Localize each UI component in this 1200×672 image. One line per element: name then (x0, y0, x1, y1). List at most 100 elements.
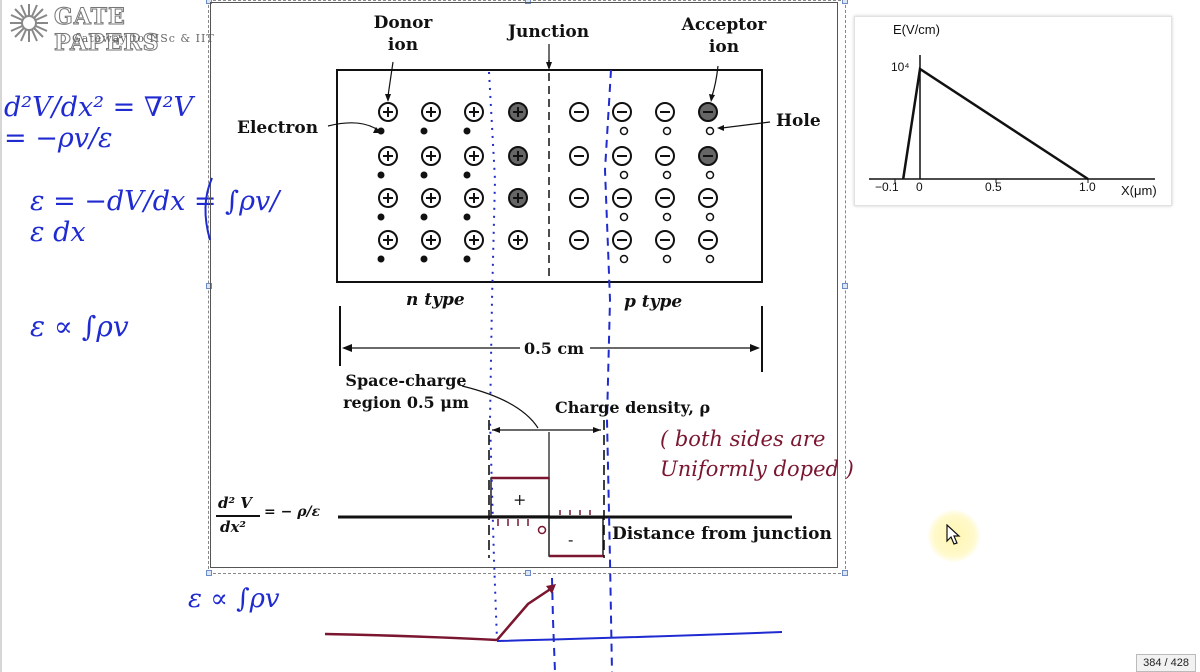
figure-frame (210, 2, 838, 568)
handwritten-note: ( both sides are Uniformly doped ) (660, 427, 854, 481)
eq-rhs: = − ρ/ε (264, 504, 321, 520)
inset-ytick: 10⁴ (891, 60, 910, 74)
dim-arrow-left (342, 344, 352, 352)
donor-sign (513, 193, 523, 203)
resize-handle-bl[interactable] (206, 570, 212, 576)
hole (662, 254, 672, 264)
blue-integral-stroke (204, 177, 213, 241)
donor-sign (383, 193, 393, 203)
poisson-equation: d² V dx² = − ρ/ε (216, 494, 326, 540)
handwritten-equation-4: ε ∝ ∫ρv (188, 584, 280, 614)
inset-xtick-one: 1.0 (1079, 180, 1096, 194)
hole (662, 212, 672, 222)
donor-sign (383, 151, 393, 161)
electron (463, 255, 471, 263)
hole-label: Hole (776, 111, 821, 131)
p-type-label: p type (624, 292, 683, 312)
hole (705, 170, 715, 180)
handwritten-equation-1: d²V/dx² = ∇²V = −ρv/ε (4, 92, 193, 154)
electron (420, 255, 428, 263)
hole (619, 254, 629, 264)
ion-grid (377, 102, 718, 264)
acceptor-pointer (711, 65, 719, 97)
scr-arrow-left (492, 427, 500, 433)
inset-xlabel: X(μm) (1121, 183, 1157, 198)
donor-sign (469, 193, 479, 203)
donor-sign (383, 235, 393, 245)
electron (377, 171, 385, 179)
hole (619, 212, 629, 222)
electron (463, 127, 471, 135)
width-label: 0.5 cm (524, 339, 585, 358)
hole (662, 126, 672, 136)
maroon-field-baseline (324, 632, 498, 642)
handwritten-equation-2: ε = −dV/dx = ∫ρv/ε dx (30, 186, 280, 248)
scr-arrow-right (593, 427, 601, 433)
maroon-ticks (497, 510, 591, 526)
eq-numerator: d² V (218, 494, 252, 512)
hole-pointer (721, 121, 771, 129)
n-type-label: n type (406, 290, 465, 310)
logo-title: GATE PAPERS (54, 4, 160, 57)
blue-field-line (496, 631, 783, 642)
resize-handle-mr[interactable] (842, 283, 848, 289)
donor-sign (469, 235, 479, 245)
electron-label: Electron (237, 118, 319, 138)
electron-pointer-head (373, 127, 381, 133)
donor-sign (513, 107, 523, 117)
dim-arrow-right (750, 344, 760, 352)
hole (705, 126, 715, 136)
donor-sign (426, 235, 436, 245)
donor-pointer-head (385, 94, 391, 102)
distance-label: Distance from junction (612, 524, 832, 544)
resize-handle-tr[interactable] (842, 0, 848, 4)
scr-pointer (461, 385, 539, 429)
negative-charge-block (548, 517, 604, 557)
junction-label: Junction (508, 22, 590, 42)
donor-sign (513, 151, 523, 161)
electron (420, 127, 428, 135)
electron-pointer (327, 122, 379, 131)
donor-sign (426, 151, 436, 161)
electron (377, 255, 385, 263)
space-charge-label: Space-charge region 0.5 μm (343, 371, 469, 412)
plus-charge-sign: + (513, 490, 527, 509)
hole (619, 126, 629, 136)
inset-xtick-half: 0.5 (985, 180, 1002, 194)
electron (420, 171, 428, 179)
page-counter: 384 / 428 (1136, 654, 1196, 672)
blue-dotted-left-edge (488, 71, 498, 641)
donor-sign (426, 107, 436, 117)
donor-sign (513, 235, 523, 245)
inset-ylabel: E(V/cm) (893, 22, 940, 37)
donor-sign (426, 193, 436, 203)
resize-handle-ml[interactable] (206, 283, 212, 289)
donor-pointer (387, 61, 394, 97)
hole-pointer-head (717, 125, 724, 131)
left-margin-rule (0, 0, 2, 672)
hole (619, 170, 629, 180)
junction-pointer-head (546, 62, 552, 70)
acceptor-ion-label: Acceptor ion (681, 15, 767, 57)
maroon-field-arrow (546, 584, 556, 594)
eq-denominator: dx² (220, 518, 247, 536)
inset-xtick-zero: 0 (916, 180, 923, 194)
electron (463, 171, 471, 179)
electron (420, 213, 428, 221)
sunburst-logo-icon (10, 4, 48, 42)
charge-density-label: Charge density, ρ (555, 398, 711, 417)
donor-ion-label: Donor ion (373, 13, 433, 55)
electron (463, 213, 471, 221)
maroon-field-rise (496, 586, 553, 641)
donor-sign (469, 107, 479, 117)
hole (662, 170, 672, 180)
hole (705, 212, 715, 222)
maroon-origin-mark (537, 525, 547, 535)
electron (377, 213, 385, 221)
inset-xtick-neg: −0.1 (875, 180, 899, 194)
resize-handle-bc[interactable] (525, 570, 531, 576)
donor-sign (469, 151, 479, 161)
resize-handle-br[interactable] (842, 570, 848, 576)
handwritten-equation-3: ε ∝ ∫ρv (30, 310, 129, 343)
inset-electric-field-chart: E(V/cm) 10⁴ −0.1 0 0.5 1.0 X(μm) (854, 16, 1172, 206)
